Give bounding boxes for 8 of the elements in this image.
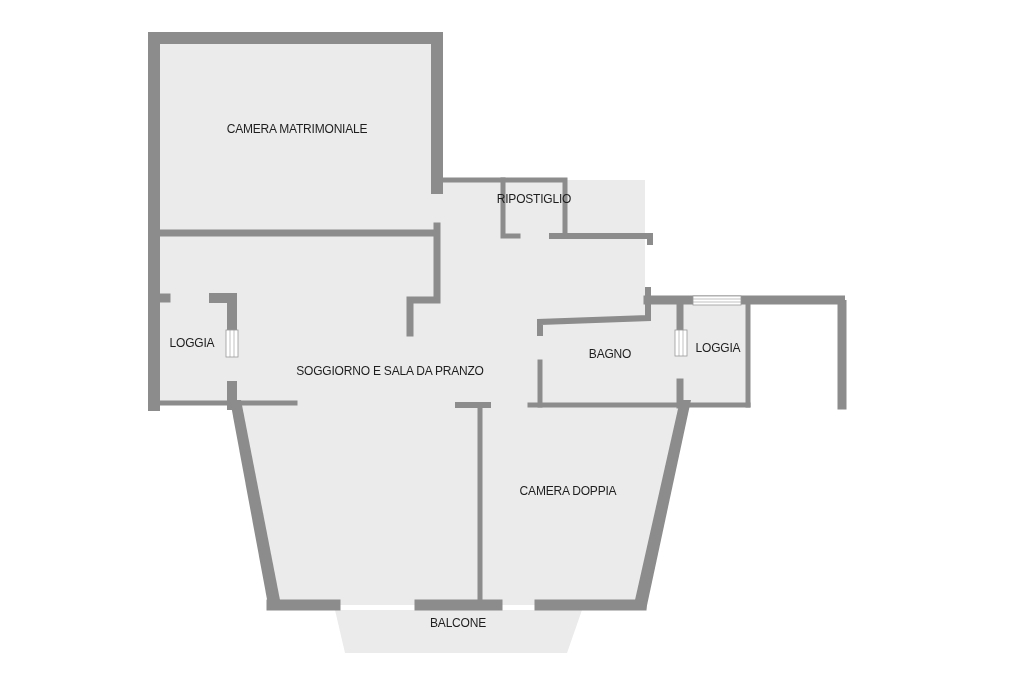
room-label: SOGGIORNO E SALA DA PRANZO (296, 364, 484, 378)
room-label: LOGGIA (169, 336, 215, 350)
room-label: CAMERA DOPPIA (519, 484, 617, 498)
room-label: BAGNO (588, 347, 632, 361)
room-label: CAMERA MATRIMONIALE (226, 122, 368, 136)
room-label: RIPOSTIGLIO (496, 192, 572, 206)
room-label: BALCONE (430, 616, 486, 630)
room-label: LOGGIA (695, 341, 741, 355)
